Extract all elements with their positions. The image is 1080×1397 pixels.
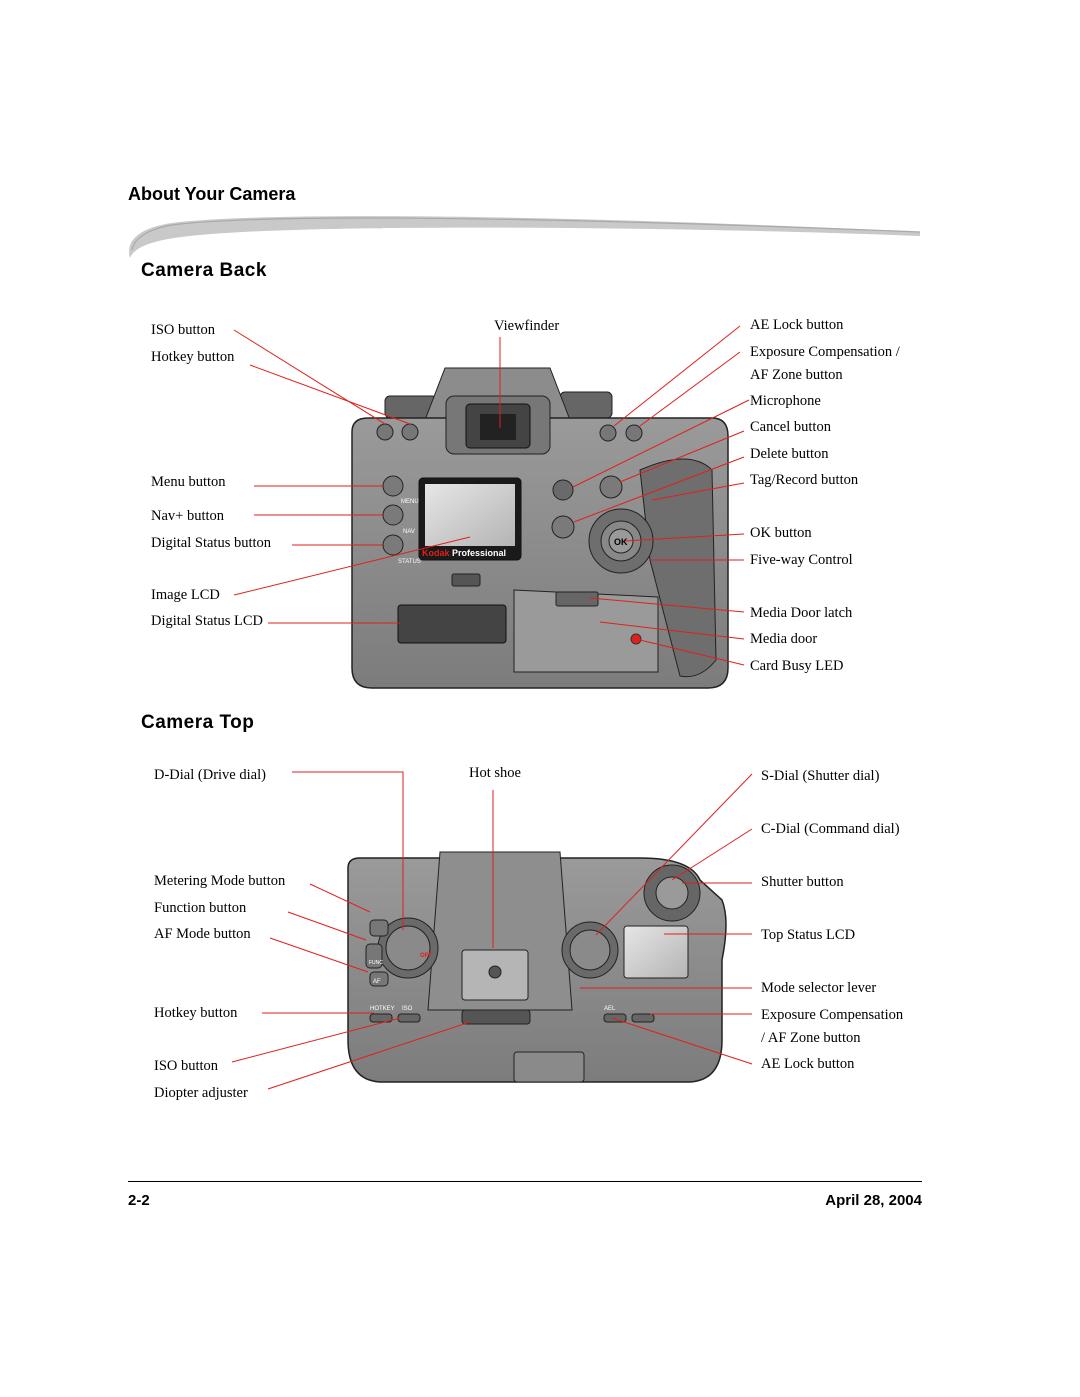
label-exposure-comp-back-2: AF Zone button — [750, 367, 843, 383]
label-media-door-latch: Media Door latch — [750, 605, 853, 621]
top-callout-lines — [231, 771, 753, 1090]
label-top-status-lcd: Top Status LCD — [761, 927, 856, 943]
menu-button-shape — [382, 475, 404, 497]
label-ae-lock-button-back: AE Lock button — [750, 317, 844, 333]
camera-back-title: Camera Back — [141, 260, 267, 281]
nav-button-shape — [382, 504, 404, 526]
label-af-mode-button: AF Mode button — [154, 926, 251, 942]
media-door-latch-shape — [555, 591, 599, 607]
exposure-comp-button-back-shape — [625, 424, 643, 442]
label-cancel-button: Cancel button — [750, 419, 831, 435]
print-nav: NAV — [403, 529, 415, 535]
digital-status-lcd-shape — [397, 604, 507, 644]
label-digital-status-button: Digital Status button — [151, 535, 272, 551]
status-button-shape — [382, 534, 404, 556]
label-delete-button: Delete button — [750, 446, 829, 462]
label-iso-button-back: ISO button — [151, 322, 216, 338]
camera-back-drawing: MENU NAV STATUS Kodak Professional OK — [351, 367, 729, 689]
footer-rule — [128, 1181, 922, 1182]
label-card-busy-led: Card Busy LED — [750, 658, 844, 674]
iso-button-top-shape — [397, 1013, 421, 1023]
ae-lock-button-back-shape — [599, 424, 617, 442]
label-iso-button-top: ISO button — [154, 1058, 219, 1074]
label-c-dial: C-Dial (Command dial) — [761, 821, 900, 837]
header-swoosh — [129, 216, 921, 258]
label-digital-status-lcd: Digital Status LCD — [151, 613, 263, 629]
hotkey-button-top-shape — [369, 1013, 393, 1023]
print-func: FUNC — [369, 960, 383, 966]
label-s-dial: S-Dial (Shutter dial) — [761, 768, 880, 784]
back-callout-lines — [233, 325, 750, 666]
label-ok-button: OK button — [750, 525, 812, 541]
label-menu-button: Menu button — [151, 474, 226, 490]
camera-top-title: Camera Top — [141, 712, 255, 733]
delete-button-shape — [551, 515, 575, 539]
label-tag-record-button: Tag/Record button — [750, 472, 859, 488]
af-mode-button-shape — [369, 971, 389, 987]
ae-lock-button-top-shape — [603, 1013, 627, 1023]
hotkey-button-back-shape — [401, 423, 419, 441]
card-busy-led-shape — [630, 633, 642, 645]
label-hotkey-button-top: Hotkey button — [154, 1005, 238, 1021]
label-shutter-button: Shutter button — [761, 874, 844, 890]
label-image-lcd: Image LCD — [151, 587, 220, 603]
shutter-button-shape — [655, 876, 689, 910]
label-microphone: Microphone — [750, 393, 821, 409]
top-status-lcd-shape — [623, 925, 689, 979]
print-ael: AEL — [604, 1006, 616, 1012]
print-brand-a: Kodak — [422, 548, 451, 558]
label-exposure-comp-back-1: Exposure Compensation / — [750, 344, 900, 360]
label-d-dial: D-Dial (Drive dial) — [154, 767, 266, 783]
microphone-shape — [552, 479, 574, 501]
camera-top-drawing: OFF FUNC AF HOTKEY ISO AEL — [347, 851, 727, 1083]
label-function-button: Function button — [154, 900, 247, 916]
label-exposure-comp-top-2: / AF Zone button — [761, 1030, 861, 1046]
print-ok: OK — [614, 537, 628, 547]
print-menu: MENU — [401, 499, 419, 505]
label-media-door: Media door — [750, 631, 818, 647]
label-hot-shoe: Hot shoe — [469, 765, 521, 781]
label-viewfinder: Viewfinder — [494, 318, 560, 334]
label-ae-lock-button-top: AE Lock button — [761, 1056, 855, 1072]
label-nav-button: Nav+ button — [151, 508, 225, 524]
cancel-button-shape — [599, 475, 623, 499]
label-diopter-adjuster: Diopter adjuster — [154, 1085, 248, 1101]
print-off: OFF — [420, 953, 432, 959]
metering-button-shape — [369, 919, 389, 937]
label-exposure-comp-top-1: Exposure Compensation — [761, 1007, 904, 1023]
label-hotkey-button-back: Hotkey button — [151, 349, 235, 365]
print-status: STATUS — [398, 559, 421, 565]
label-mode-selector-lever: Mode selector lever — [761, 980, 877, 996]
section-header: About Your Camera — [128, 184, 296, 204]
print-brand-b: Professional — [452, 548, 506, 558]
hand-strap-lug — [451, 573, 481, 587]
print-hotkey: HOTKEY — [370, 1006, 395, 1012]
exposure-comp-button-top-shape — [631, 1013, 655, 1023]
function-button-shape — [365, 943, 383, 969]
label-five-way-control: Five-way Control — [750, 552, 853, 568]
iso-button-back-shape — [376, 423, 394, 441]
diopter-adjuster-shape — [461, 1009, 531, 1025]
media-door-shape — [513, 589, 659, 673]
label-metering-mode-button: Metering Mode button — [154, 873, 286, 889]
footer-date: April 28, 2004 — [825, 1192, 922, 1209]
print-af: AF — [373, 979, 381, 985]
print-iso: ISO — [402, 1006, 413, 1012]
page-number: 2-2 — [128, 1192, 150, 1209]
